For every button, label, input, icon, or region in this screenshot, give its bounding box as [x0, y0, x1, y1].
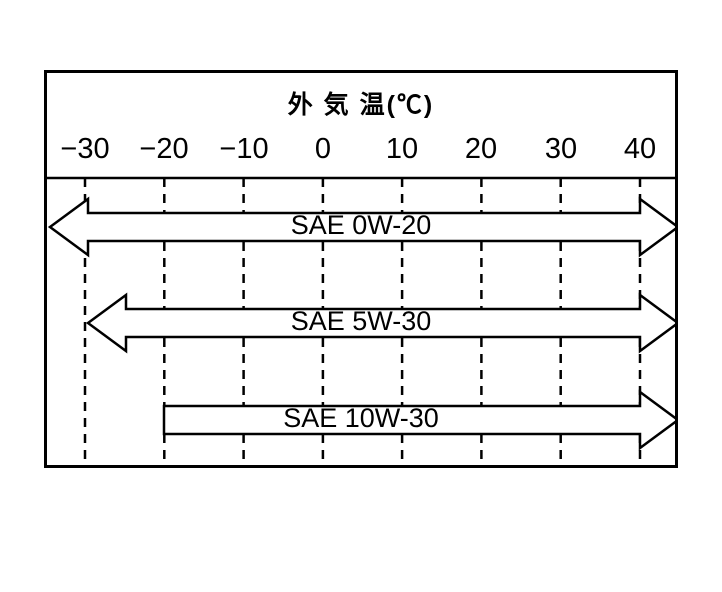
chart-frame: 外 気 温(℃) −30 −20 −10 0 10 20 30 40	[44, 70, 678, 468]
x-tick-label-20: 20	[464, 133, 498, 165]
x-tick-label-30: 30	[544, 133, 578, 165]
x-tick-label-neg20: −20	[139, 133, 189, 165]
chart-title: 外 気 温(℃)	[287, 91, 435, 119]
sae-5w30-range-arrow	[85, 292, 675, 354]
x-tick-label-neg10: −10	[219, 133, 269, 165]
x-tick-label-0: 0	[314, 133, 332, 165]
x-tick-label-10: 10	[385, 133, 419, 165]
sae-10w30-range-arrow	[162, 389, 675, 451]
sae-0w20-label: SAE 0W-20	[290, 210, 432, 240]
sae-10w30-label: SAE 10W-30	[283, 403, 439, 433]
chart-area: 外 気 温(℃) −30 −20 −10 0 10 20 30 40	[47, 73, 675, 465]
x-tick-label-neg30: −30	[60, 133, 110, 165]
sae-0w20-range-arrow	[47, 196, 675, 258]
sae-5w30-label: SAE 5W-30	[290, 306, 432, 336]
chart-canvas	[47, 176, 675, 463]
x-tick-label-40: 40	[623, 133, 657, 165]
